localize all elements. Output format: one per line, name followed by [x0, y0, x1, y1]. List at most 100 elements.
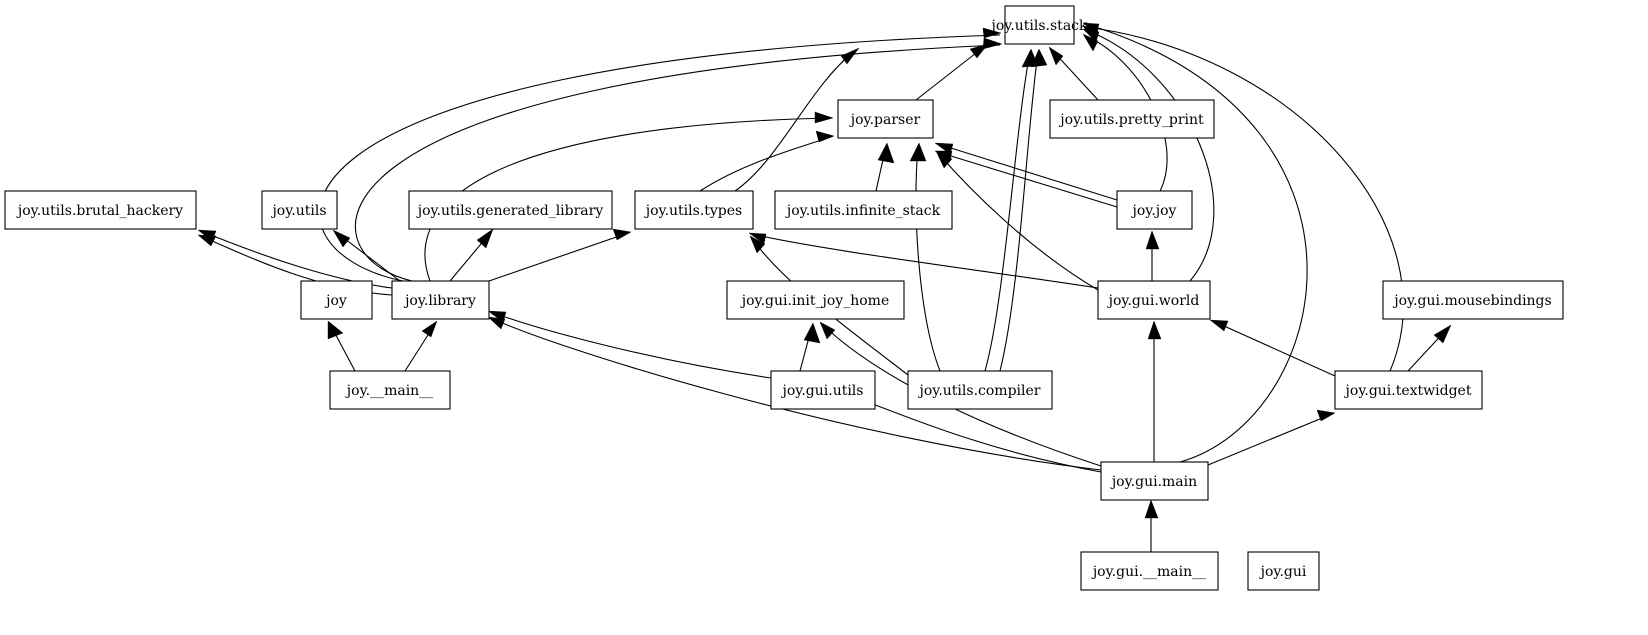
edge-joy.library-to-joy.utils.stack — [354, 44, 1001, 282]
node-label: joy.utils.compiler — [918, 383, 1041, 399]
node-label: joy.utils — [270, 203, 326, 219]
arrowhead-icon — [1209, 319, 1229, 332]
arrowhead-icon — [840, 47, 860, 65]
edge-joy.joy-to-joy.parser — [937, 151, 1118, 208]
node-box[interactable] — [1334, 370, 1483, 410]
node-joy.utils.infinite_stack[interactable]: joy.utils.infinite_stack — [774, 190, 953, 230]
arrowhead-icon — [1082, 33, 1099, 52]
edge-joy.library-to-joy.utils.brutal_hackery — [200, 230, 393, 289]
edge-joy.gui.main-to-joy.library — [490, 317, 1102, 471]
edge-joy.gui.textwidget-to-joy.gui.world — [1212, 320, 1336, 377]
arrowhead-icon — [1433, 324, 1452, 344]
arrowhead-icon — [487, 316, 506, 330]
arrowhead-icon — [612, 228, 632, 241]
node-box[interactable] — [1097, 280, 1211, 320]
node-joy.utils.compiler[interactable]: joy.utils.compiler — [907, 370, 1053, 410]
arrowhead-icon — [1147, 320, 1162, 340]
node-box[interactable] — [4, 190, 197, 230]
node-box[interactable] — [1247, 551, 1320, 591]
node-joy.__main__[interactable]: joy.__main__ — [329, 370, 451, 410]
node-joy.joy[interactable]: joy.joy — [1116, 190, 1193, 230]
node-box[interactable] — [907, 370, 1053, 410]
node-joy.gui.utils[interactable]: joy.gui.utils — [770, 370, 876, 410]
edge-joy.gui.world-to-joy.parser — [937, 152, 1099, 291]
node-joy.gui.init_joy_home[interactable]: joy.gui.init_joy_home — [726, 280, 905, 320]
node-box[interactable] — [329, 370, 451, 410]
node-label: joy.gui.utils — [781, 383, 864, 399]
arrowhead-icon — [982, 27, 1002, 39]
node-joy.gui[interactable]: joy.gui — [1247, 551, 1320, 591]
node-label: joy.gui.init_joy_home — [740, 293, 889, 309]
node-joy.utils.stack[interactable]: joy.utils.stack — [990, 5, 1089, 45]
node-joy.gui.textwidget[interactable]: joy.gui.textwidget — [1334, 370, 1483, 410]
node-box[interactable] — [408, 190, 613, 230]
edge-joy.library-to-joy.parser — [424, 117, 831, 282]
node-box[interactable] — [726, 280, 905, 320]
node-label: joy.utils.brutal_hackery — [16, 203, 183, 219]
node-label: joy.utils.types — [644, 203, 742, 219]
node-label: joy.joy — [1131, 203, 1177, 219]
node-label: joy.utils.generated_library — [416, 203, 604, 219]
edge-joy.utils.compiler-to-joy.utils.stack — [999, 51, 1039, 372]
edge-joy.gui.utils-to-joy.library — [490, 311, 772, 379]
node-label: joy.parser — [849, 112, 921, 128]
node-joy.utils.types[interactable]: joy.utils.types — [634, 190, 754, 230]
node-box[interactable] — [300, 280, 373, 320]
arrowhead-icon — [1030, 48, 1048, 68]
arrowhead-icon — [935, 150, 953, 169]
node-box[interactable] — [1100, 461, 1209, 501]
node-joy.utils[interactable]: joy.utils — [261, 190, 338, 230]
node-joy.parser[interactable]: joy.parser — [837, 99, 934, 139]
arrowhead-icon — [1082, 22, 1100, 35]
node-label: joy.utils.infinite_stack — [785, 203, 941, 219]
edge-joy.utils.types-to-joy.parser — [734, 49, 857, 192]
node-box[interactable] — [837, 99, 934, 139]
edge-joy.parser-to-joy.utils.stack — [915, 45, 986, 101]
arrowhead-icon — [327, 320, 344, 340]
arrowhead-icon — [1144, 499, 1159, 519]
arrowhead-icon — [815, 130, 835, 143]
node-label: joy.__main__ — [345, 383, 433, 399]
node-joy.gui.__main__[interactable]: joy.gui.__main__ — [1080, 551, 1219, 591]
arrowhead-icon — [421, 320, 438, 338]
edge-joy.joy-to-joy.parser — [937, 143, 1118, 201]
node-joy.gui.main[interactable]: joy.gui.main — [1100, 461, 1209, 501]
edge-joy.utils.compiler-to-joy.parser — [915, 145, 941, 372]
node-label: joy.utils.pretty_print — [1058, 112, 1204, 128]
arrowhead-icon — [748, 232, 767, 245]
arrowhead-icon — [877, 142, 895, 164]
node-box[interactable] — [770, 370, 876, 410]
arrowhead-icon — [909, 142, 927, 162]
node-label: joy.gui.textwidget — [1344, 383, 1472, 399]
arrowhead-icon — [982, 37, 1003, 50]
node-box[interactable] — [1382, 280, 1564, 320]
node-joy.library[interactable]: joy.library — [391, 280, 490, 320]
node-label: joy.gui.world — [1107, 293, 1200, 309]
node-box[interactable] — [1049, 99, 1215, 139]
node-box[interactable] — [1116, 190, 1193, 230]
node-box[interactable] — [774, 190, 953, 230]
edge-joy.library-to-joy.utils.types — [488, 232, 629, 282]
edge-joy.library-to-joy.utils.stack — [319, 34, 1001, 282]
node-label: joy.gui — [1259, 564, 1307, 580]
arrowhead-icon — [1145, 230, 1160, 250]
node-label: joy.utils.stack — [990, 18, 1089, 34]
node-box[interactable] — [634, 190, 754, 230]
node-box[interactable] — [391, 280, 490, 320]
node-joy.gui.mousebindings[interactable]: joy.gui.mousebindings — [1382, 280, 1564, 320]
node-box[interactable] — [1080, 551, 1219, 591]
edge-joy.gui.main-to-joy.utils.stack — [1085, 23, 1308, 463]
node-joy.utils.pretty_print[interactable]: joy.utils.pretty_print — [1049, 99, 1215, 139]
node-box[interactable] — [1004, 5, 1075, 45]
node-label: joy.library — [403, 293, 476, 309]
arrowhead-icon — [476, 228, 494, 249]
node-joy.utils.brutal_hackery[interactable]: joy.utils.brutal_hackery — [4, 190, 197, 230]
arrowhead-icon — [332, 229, 351, 248]
node-label: joy.gui.main — [1110, 474, 1197, 490]
node-box[interactable] — [261, 190, 338, 230]
node-joy.utils.generated_library[interactable]: joy.utils.generated_library — [408, 190, 613, 230]
node-joy[interactable]: joy — [300, 280, 373, 320]
node-joy.gui.world[interactable]: joy.gui.world — [1097, 280, 1211, 320]
